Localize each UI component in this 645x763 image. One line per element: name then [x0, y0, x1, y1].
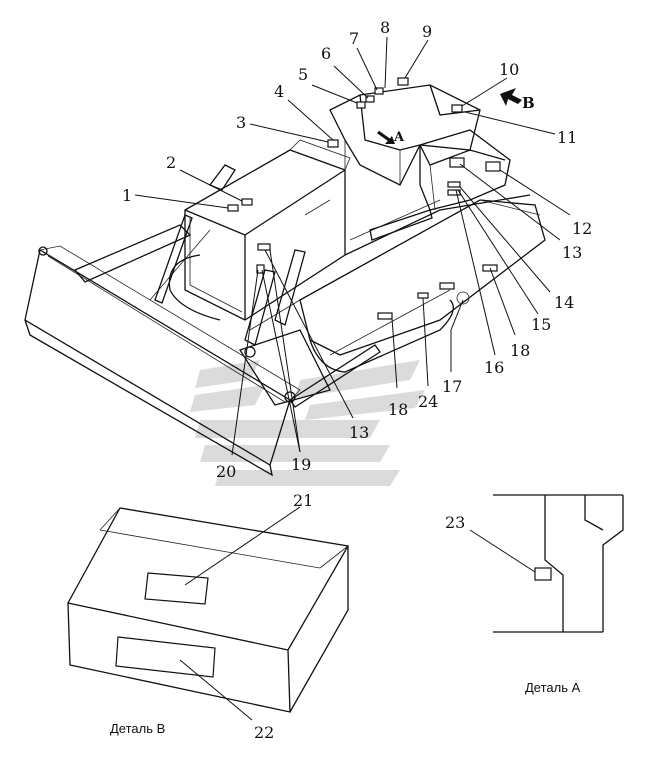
view-letter-b: B — [522, 94, 535, 112]
callout-17: 17 — [442, 377, 462, 396]
callout-18-b: 18 — [388, 400, 408, 419]
callout-19: 19 — [291, 455, 311, 474]
callout-2: 2 — [166, 153, 176, 172]
callout-12: 12 — [572, 219, 592, 238]
callout-13-b: 13 — [349, 423, 369, 442]
detail-b-drawing: 21 22 Деталь B — [67, 491, 350, 742]
callout-labels: 1 2 3 4 5 6 7 8 9 10 11 12 13 14 15 16 1… — [122, 18, 592, 481]
callout-11: 11 — [557, 128, 577, 147]
callout-13: 13 — [562, 243, 582, 262]
callout-18-a: 18 — [510, 341, 530, 360]
callout-15: 15 — [531, 315, 551, 334]
callout-23: 23 — [445, 513, 465, 532]
leader-lines — [134, 36, 571, 456]
watermark-logo — [190, 360, 425, 486]
sticker-23 — [534, 567, 552, 581]
bulldozer-drawing — [24, 77, 546, 477]
callout-3: 3 — [236, 113, 246, 132]
callout-1: 1 — [122, 186, 132, 205]
callout-20: 20 — [216, 462, 236, 481]
callout-24: 24 — [418, 392, 438, 411]
callout-21: 21 — [293, 491, 313, 510]
callout-10: 10 — [499, 60, 519, 79]
caption-detail-b: Деталь B — [110, 721, 165, 736]
callout-7: 7 — [349, 29, 359, 48]
callout-14: 14 — [554, 293, 574, 312]
callout-22: 22 — [254, 723, 274, 742]
caption-detail-a: Деталь А — [525, 680, 581, 695]
detail-a-drawing: 23 Деталь А — [445, 494, 624, 695]
view-letter-a: A — [393, 130, 405, 145]
callout-8: 8 — [380, 18, 390, 37]
callout-5: 5 — [298, 65, 308, 84]
callout-16: 16 — [484, 358, 504, 377]
callout-4: 4 — [274, 82, 284, 101]
callout-9: 9 — [422, 22, 432, 41]
callout-6: 6 — [321, 44, 331, 63]
